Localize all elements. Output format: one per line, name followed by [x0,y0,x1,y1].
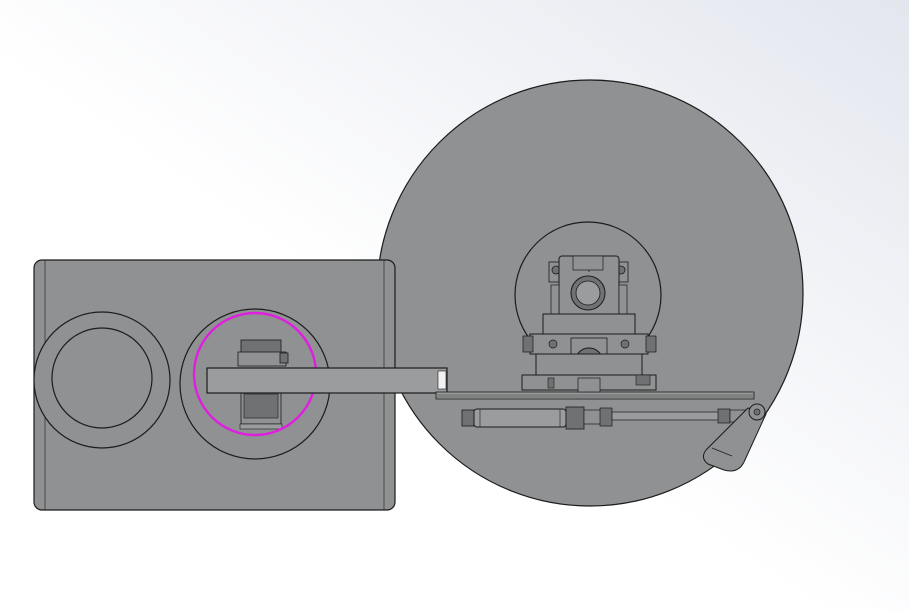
roller-left[interactable] [33,311,171,449]
guide-rail[interactable] [435,391,755,400]
crank-lever[interactable] [702,403,767,472]
pneumatic-cylinder[interactable] [461,406,751,430]
clamp-assembly[interactable] [521,255,657,393]
swing-arm[interactable] [206,367,448,394]
